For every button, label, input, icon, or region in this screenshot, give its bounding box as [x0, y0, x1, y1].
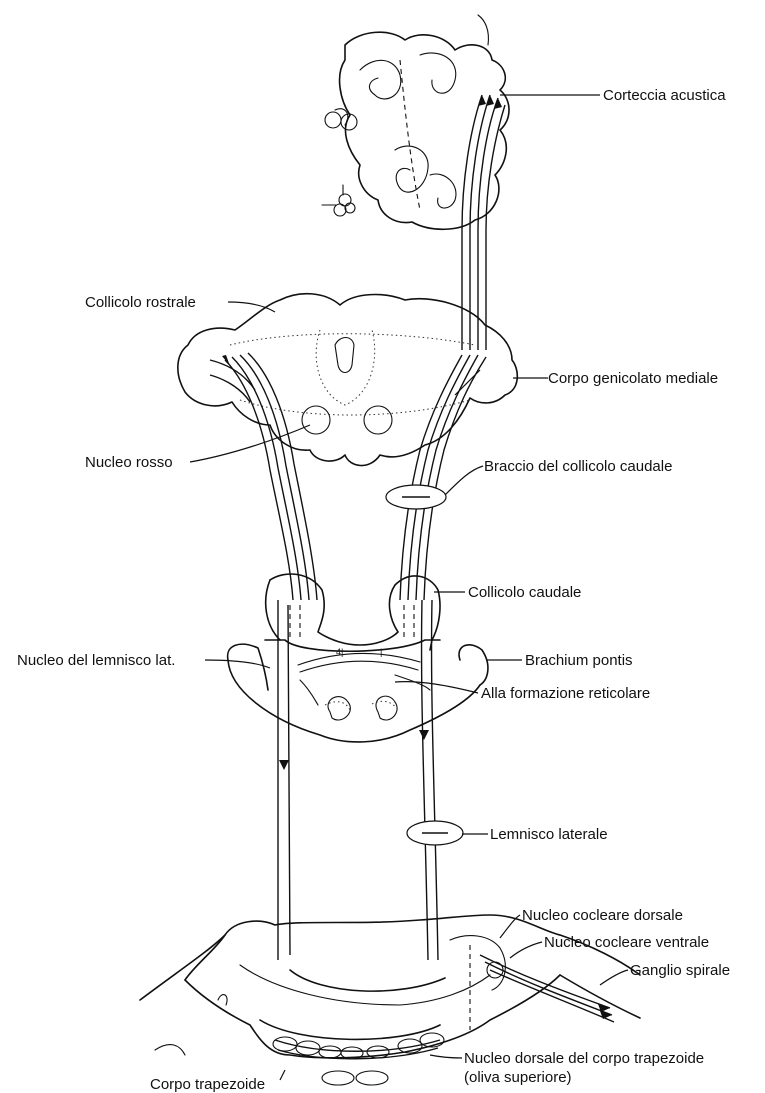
svg-text:|: |	[380, 647, 382, 657]
label-brachium-pontis: Brachium pontis	[525, 652, 633, 669]
label-braccio-collicolo-caudale: Braccio del collicolo caudale	[484, 458, 672, 475]
labels: Corteccia acustica Collicolo rostrale Co…	[17, 87, 730, 1093]
label-nucleo-cocleare-ventrale: Nucleo cocleare ventrale	[544, 934, 709, 951]
auditory-cortex-section	[322, 15, 509, 350]
label-oliva-superiore: (oliva superiore)	[464, 1069, 572, 1086]
label-corteccia-acustica: Corteccia acustica	[603, 87, 726, 104]
label-ganglio-spirale: Ganglio spirale	[630, 962, 730, 979]
midbrain-section	[178, 294, 517, 466]
svg-text:4|: 4|	[336, 647, 343, 657]
right-lateral-lemniscus-fibers	[386, 355, 486, 600]
label-collicolo-caudale: Collicolo caudale	[468, 584, 581, 601]
label-nucleo-lemnisco-lat: Nucleo del lemnisco lat.	[17, 652, 175, 669]
pons-section: 4| |	[228, 574, 488, 742]
label-corpo-genicolato-mediale: Corpo genicolato mediale	[548, 370, 718, 387]
label-nucleo-rosso: Nucleo rosso	[85, 454, 173, 471]
label-nucleo-cocleare-dorsale: Nucleo cocleare dorsale	[522, 907, 683, 924]
label-nucleo-dorsale-corpo-trapezoide: Nucleo dorsale del corpo trapezoide	[464, 1050, 704, 1067]
label-collicolo-rostrale: Collicolo rostrale	[85, 294, 196, 311]
label-formazione-reticolare: Alla formazione reticolare	[481, 685, 650, 702]
label-corpo-trapezoide: Corpo trapezoide	[150, 1076, 265, 1093]
left-lateral-lemniscus-fibers	[222, 353, 317, 600]
label-lemnisco-laterale: Lemnisco laterale	[490, 826, 608, 843]
